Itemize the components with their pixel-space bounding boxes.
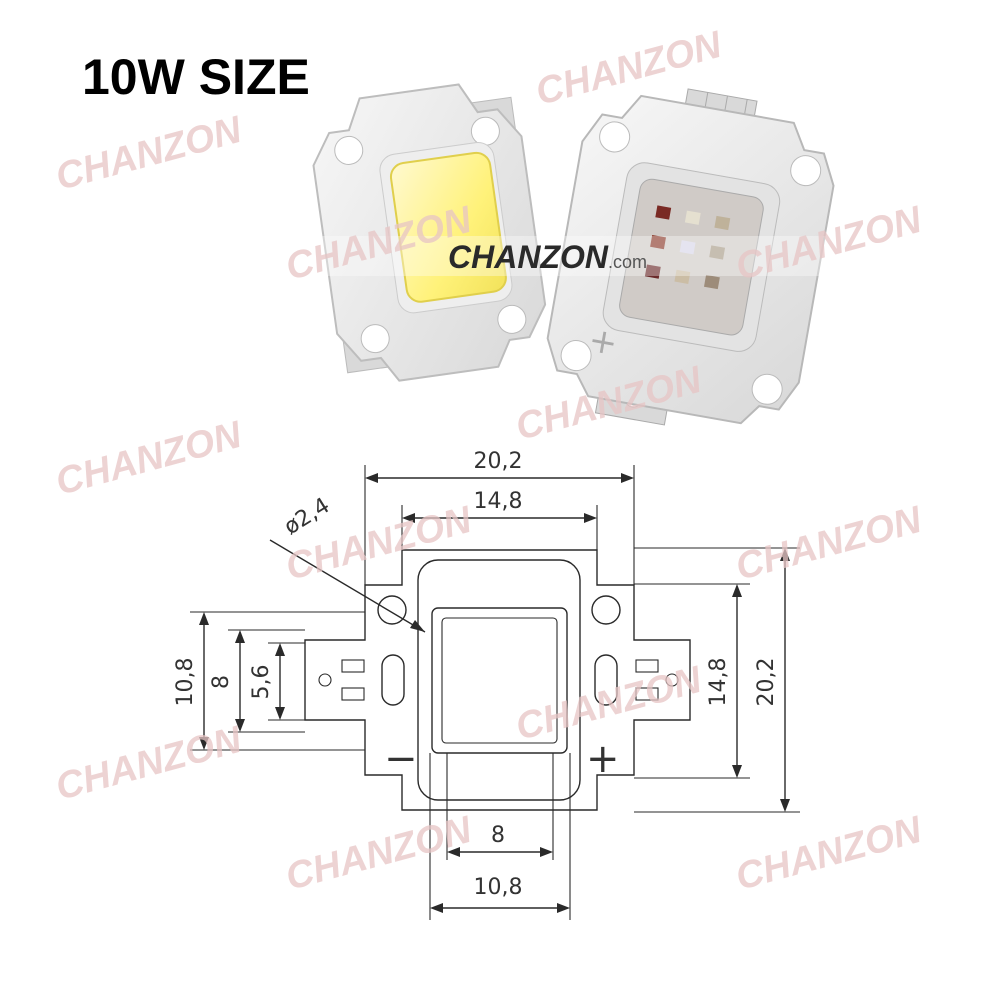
- dim-hole: ø2,4: [280, 493, 334, 540]
- brand-name: CHANZON: [448, 239, 609, 275]
- mount-hole: [377, 595, 407, 625]
- dim-bottom-inner: 8: [491, 823, 505, 848]
- brand-logo: CHANZON.com: [120, 236, 980, 276]
- led-outline: [304, 549, 691, 811]
- watermark: CHANZON: [731, 809, 927, 899]
- dim-left-outer: 10,8: [173, 658, 198, 707]
- dim-left-inner: 5,6: [249, 665, 274, 700]
- dim-top-outer: 20,2: [474, 449, 523, 474]
- svg-text:+: +: [586, 320, 621, 364]
- brand-suffix: .com: [608, 252, 647, 272]
- dim-right-inner: 14,8: [706, 658, 731, 707]
- svg-text:CHANZON.com: CHANZON.com: [448, 239, 647, 275]
- watermark: CHANZON: [281, 809, 477, 899]
- watermark: CHANZON: [731, 499, 927, 589]
- rgb-led-photo: +: [546, 88, 835, 426]
- title: 10W SIZE: [82, 49, 310, 105]
- dim-top-inner: 14,8: [474, 489, 523, 514]
- dim-bottom-outer: 10,8: [474, 875, 523, 900]
- dimension-drawing: − +: [173, 449, 800, 920]
- hole-leader: [269, 539, 426, 633]
- negative-mark: −: [384, 736, 418, 782]
- white-led-photo: [312, 83, 547, 382]
- watermark: CHANZON: [51, 719, 247, 809]
- positive-mark: +: [586, 736, 620, 782]
- watermark: CHANZON: [51, 414, 247, 504]
- watermark: CHANZON: [51, 109, 247, 199]
- led-die: [431, 607, 568, 754]
- dim-left-mid: 8: [209, 675, 234, 689]
- led-inner-frame: [417, 559, 581, 801]
- dim-right-outer: 20,2: [754, 658, 779, 707]
- yellow-phosphor-chip: [389, 151, 507, 303]
